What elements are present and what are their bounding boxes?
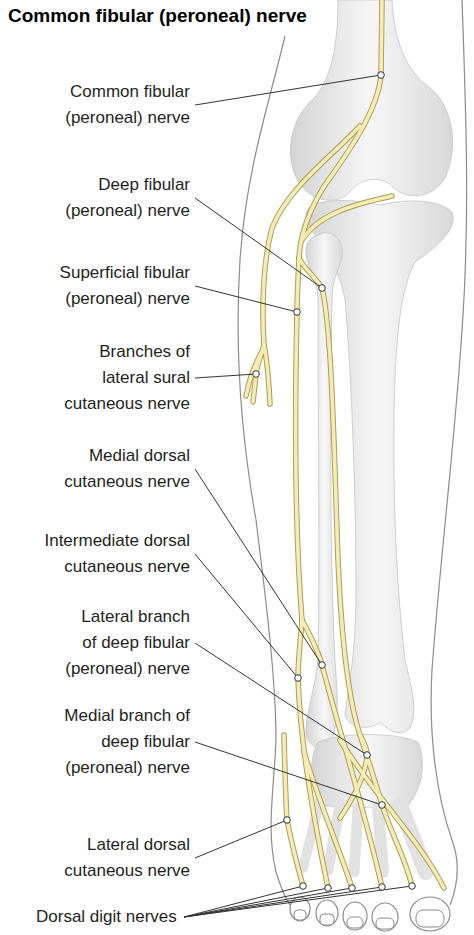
toe <box>343 902 367 930</box>
nerve-path <box>264 345 270 404</box>
diagram-title: Common fibular (peroneal) nerve <box>8 4 307 28</box>
nerve-path <box>360 735 412 886</box>
leader-line <box>195 75 381 105</box>
nerve-path <box>302 620 382 887</box>
nerve-label: Medial branch of deep fibular (peroneal)… <box>63 703 190 781</box>
leader-dot <box>295 675 302 682</box>
nerve-path <box>304 752 352 888</box>
leader-dot <box>349 885 356 892</box>
toenail <box>347 917 363 928</box>
nerve-path <box>264 345 270 404</box>
metatarsal-bone <box>354 808 358 872</box>
bones <box>290 0 453 808</box>
nerve-path <box>304 752 352 888</box>
toe <box>372 903 398 931</box>
nerve-path <box>299 258 360 735</box>
skin-outline <box>238 0 466 905</box>
leader-dot <box>378 72 385 79</box>
nerve-path <box>263 126 360 345</box>
nerve-path <box>302 620 382 887</box>
nerve-path <box>302 196 392 240</box>
nerve-path <box>299 0 382 258</box>
toenails <box>294 910 444 929</box>
nerve-path <box>340 740 444 888</box>
leader-dot <box>379 802 386 809</box>
nerve-label: Intermediate dorsal cutaneous nerve <box>42 528 190 580</box>
leader-line <box>195 286 297 312</box>
leader-line <box>195 820 287 858</box>
leader-dot <box>364 752 371 759</box>
toe <box>410 897 450 931</box>
toenail <box>294 910 306 920</box>
leader-line <box>195 742 382 805</box>
toe <box>316 900 338 926</box>
nerve-label: Dorsal digit nerves <box>36 904 179 930</box>
nerve-path <box>340 740 444 888</box>
toenail <box>416 910 444 927</box>
nerve-label: Superficial fibular (peroneal) nerve <box>57 260 190 312</box>
skin-outline <box>238 36 290 905</box>
nerve-path <box>298 620 328 888</box>
nerve-outline <box>246 0 444 888</box>
nerve-path <box>284 735 303 886</box>
nerve-label: Lateral branch of deep fibular (peroneal… <box>63 604 190 682</box>
nerve-path <box>360 735 412 886</box>
leader-line <box>195 198 322 288</box>
leader-line <box>195 554 298 678</box>
nerve-label: Lateral dorsal cutaneous nerve <box>62 832 190 884</box>
toenail <box>320 914 334 925</box>
leader-dot <box>294 309 301 316</box>
toenail <box>376 918 394 929</box>
leader-dot <box>319 285 326 292</box>
nerve-path <box>284 735 303 886</box>
leader-dot <box>300 883 307 890</box>
nerve-path <box>263 126 360 345</box>
leader-dot <box>319 662 326 669</box>
nerve-label: Common fibular (peroneal) nerve <box>63 79 190 131</box>
leader-dot <box>379 884 386 891</box>
toes <box>290 897 450 931</box>
nerve-label: Branches of lateral sural cutaneous nerv… <box>62 339 190 417</box>
nerve-path <box>299 258 360 735</box>
leader-line <box>195 643 367 755</box>
nerve-label: Deep fibular (peroneal) nerve <box>63 172 190 224</box>
leader-dot <box>284 817 291 824</box>
nerve-path <box>246 350 263 396</box>
leader-dot <box>253 371 260 378</box>
leader-dot <box>325 885 332 892</box>
leader-line <box>195 374 256 378</box>
leader-line <box>195 469 322 665</box>
leader-line <box>184 886 412 917</box>
leader-dot <box>409 883 416 890</box>
leader-line <box>184 888 328 917</box>
nerve-fill <box>246 0 444 888</box>
leader-line <box>184 888 352 917</box>
nerve-path <box>299 0 382 258</box>
nerve-label: Medial dorsal cutaneous nerve <box>62 443 190 495</box>
